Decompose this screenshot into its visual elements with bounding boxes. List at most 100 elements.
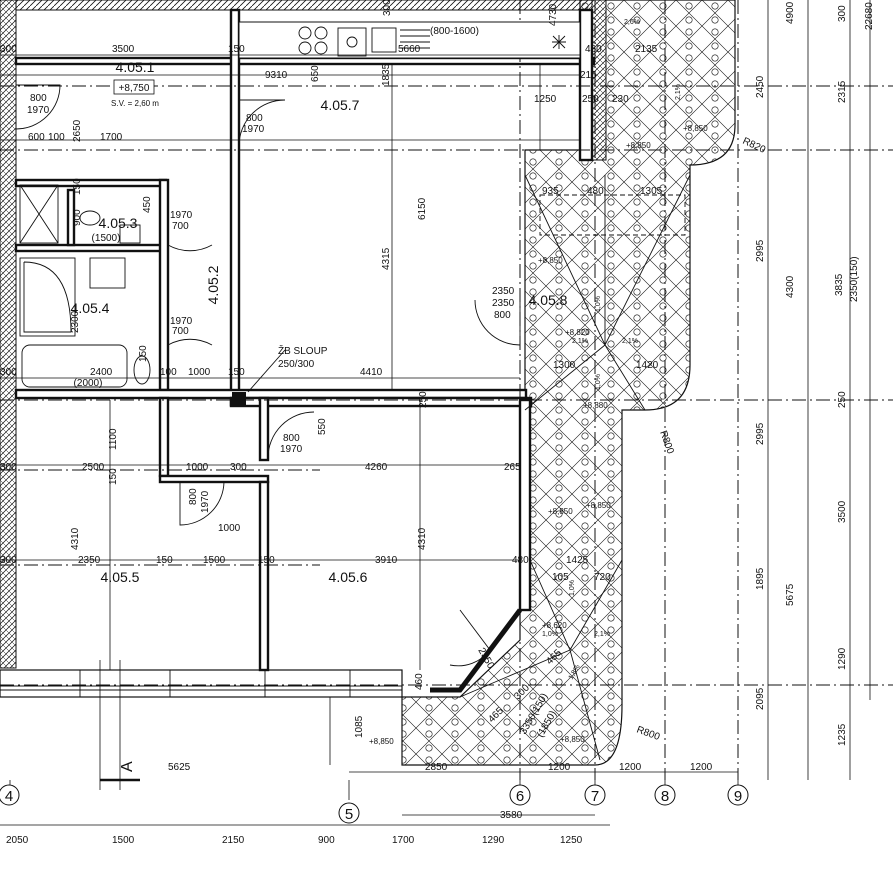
dimension-text: 650 — [310, 65, 321, 82]
room-id: 4.05.1 — [116, 59, 155, 75]
level-mark: +8,850 — [560, 735, 585, 744]
door-height: 700 — [172, 326, 189, 337]
dimension-text: 3580 — [500, 810, 523, 821]
dimension-text: 100 — [48, 132, 65, 143]
dimension-text: 5660 — [398, 44, 421, 55]
dimension-text: 3835 — [834, 273, 845, 296]
slope-mark: 1,0% — [595, 296, 602, 312]
dimension-text: 300 — [230, 462, 247, 473]
dimension-text: 900 — [72, 209, 83, 226]
dimension-text: 4310 — [417, 527, 428, 550]
dimension-text: 6150 — [417, 197, 428, 220]
level-mark: +8,850 — [683, 124, 708, 133]
dimension-text: 150 — [72, 178, 83, 195]
dimension-text: 3500 — [837, 500, 848, 523]
dimension-text: 4315 — [381, 247, 392, 270]
slope-mark: 2,1% — [572, 338, 588, 345]
dimension-text: 2150 — [222, 835, 245, 846]
slope-mark: 2,1% — [675, 84, 682, 100]
facade-bottom — [0, 669, 403, 698]
dimension-text: 150 — [228, 44, 245, 55]
dimension-text: 2850 — [425, 762, 448, 773]
room-id: 4.05.6 — [329, 569, 368, 585]
concrete-column — [232, 392, 246, 406]
door-width: 800 — [246, 113, 263, 124]
door-swings — [15, 84, 521, 667]
room-size: (2000) — [74, 378, 103, 389]
dimension-text: 4300 — [785, 275, 796, 298]
dimension-text: 300 — [0, 44, 17, 55]
dimension-text: 105 — [552, 572, 569, 583]
dimension-text: 2135 — [635, 44, 658, 55]
dimension-text: 4410 — [360, 367, 383, 378]
dimension-text: 2315 — [837, 80, 848, 103]
terrace-area — [401, 0, 736, 766]
column-size: 250/300 — [278, 359, 315, 370]
level-mark: +8,880 — [583, 401, 608, 410]
dimension-text: 5675 — [785, 583, 796, 606]
dimension-text: 215 — [580, 70, 597, 81]
dimension-text: 1200 — [690, 762, 713, 773]
interior-walls — [14, 8, 596, 693]
level-mark: +8,820 — [565, 328, 590, 337]
slope-mark: 2,1% — [594, 631, 610, 638]
dimension-text: 460 — [414, 673, 425, 690]
dimension-text: 2050 — [6, 835, 29, 846]
dimension-text: 300 — [382, 0, 393, 16]
dimension-text: 1305 — [640, 186, 663, 197]
door-height: 1970 — [242, 124, 265, 135]
dimension-text: 2350 — [492, 286, 515, 297]
room-id: 4.05.5 — [101, 569, 140, 585]
dimension-text: 3500 — [112, 44, 135, 55]
door-height: 800 — [494, 310, 511, 321]
dimension-text: 4310 — [70, 527, 81, 550]
door-height: 1970 — [200, 490, 211, 513]
room-height: S.V. = 2,60 m — [111, 99, 159, 108]
dimension-text: 2995 — [755, 239, 766, 262]
door-width: 800 — [283, 433, 300, 444]
radius-label: R820 — [741, 136, 768, 156]
level-mark: +8,850 — [369, 737, 394, 746]
top-note: (800-1600) — [430, 26, 479, 37]
dimension-text: 250 — [837, 391, 848, 408]
dimension-text: 22680 — [864, 2, 875, 30]
dimension-text: 2995 — [755, 422, 766, 445]
dimension-text: 1835 — [381, 63, 392, 86]
slope-mark: 1,0% — [569, 580, 576, 596]
dimension-text: 150 — [108, 468, 119, 485]
shower-tray — [19, 257, 76, 337]
dimension-text: 1250 — [534, 94, 557, 105]
door-width: 1970 — [170, 316, 193, 327]
dimension-text: 1200 — [548, 762, 571, 773]
dimension-text: 300 — [0, 462, 17, 473]
level-mark: +8,620 — [542, 621, 567, 630]
dimension-text: 720 — [594, 572, 611, 583]
dimension-text: 480 — [587, 186, 604, 197]
dimension-text: 935 — [542, 186, 559, 197]
axis-label: 6 — [516, 788, 524, 805]
dimension-text: 4900 — [785, 1, 796, 24]
dimension-text: 480 — [512, 555, 529, 566]
door-height: 1970 — [280, 444, 303, 455]
dimension-text: 1085 — [354, 715, 365, 738]
dimension-text: 2095 — [755, 687, 766, 710]
level-mark: +8,850 — [538, 256, 563, 265]
dimension-text: 4730 — [548, 3, 559, 26]
dimension-text: 2350(150) — [849, 256, 860, 302]
bathtub — [21, 344, 128, 388]
dimension-text: 300 — [0, 555, 17, 566]
door-height: 700 — [172, 221, 189, 232]
door-width: 800 — [188, 488, 199, 505]
slope-mark: 1,0% — [542, 631, 558, 638]
dimension-text: 1895 — [755, 567, 766, 590]
dimension-text: 1100 — [108, 428, 119, 450]
dimension-text: 550 — [317, 418, 328, 435]
door-width: 1970 — [170, 210, 193, 221]
radius-label: R800 — [657, 429, 676, 456]
room-id: 4.05.3 — [99, 215, 138, 231]
exterior-wall-left — [0, 0, 17, 669]
terrace-slope-lines — [459, 174, 691, 761]
dimension-text: 1500 — [203, 555, 226, 566]
slope-mark: 1,0% — [595, 374, 602, 390]
